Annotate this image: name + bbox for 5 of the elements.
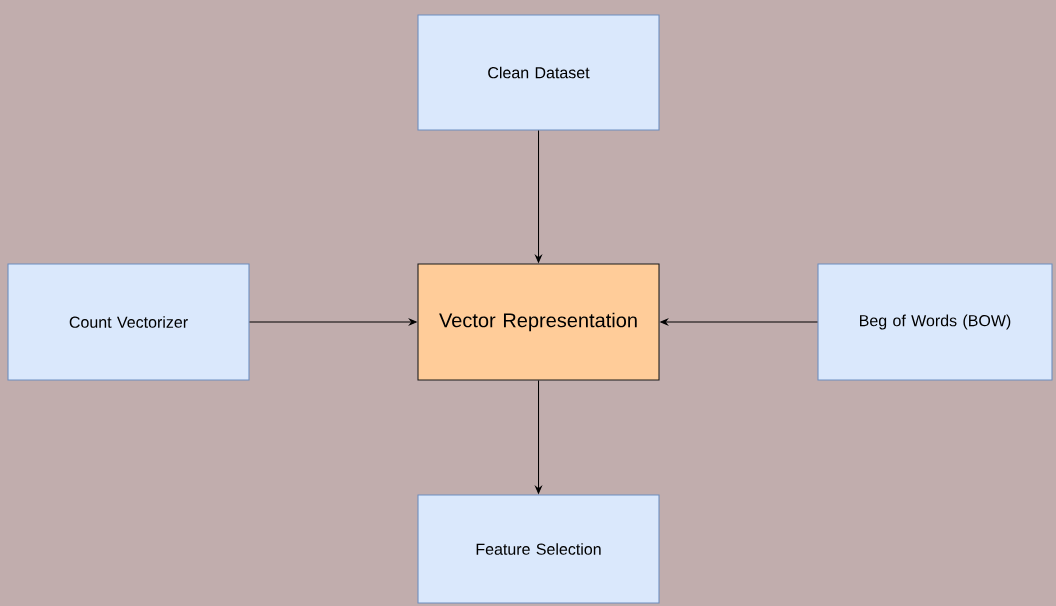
process-box: Count Vectorizer xyxy=(7,263,250,381)
process-box: Beg of Words (BOW) xyxy=(817,263,1053,381)
process-box: Clean Dataset xyxy=(417,14,660,131)
highlighted-process-box: Vector Representation xyxy=(417,263,660,381)
process-box: Feature Selection xyxy=(417,494,660,604)
